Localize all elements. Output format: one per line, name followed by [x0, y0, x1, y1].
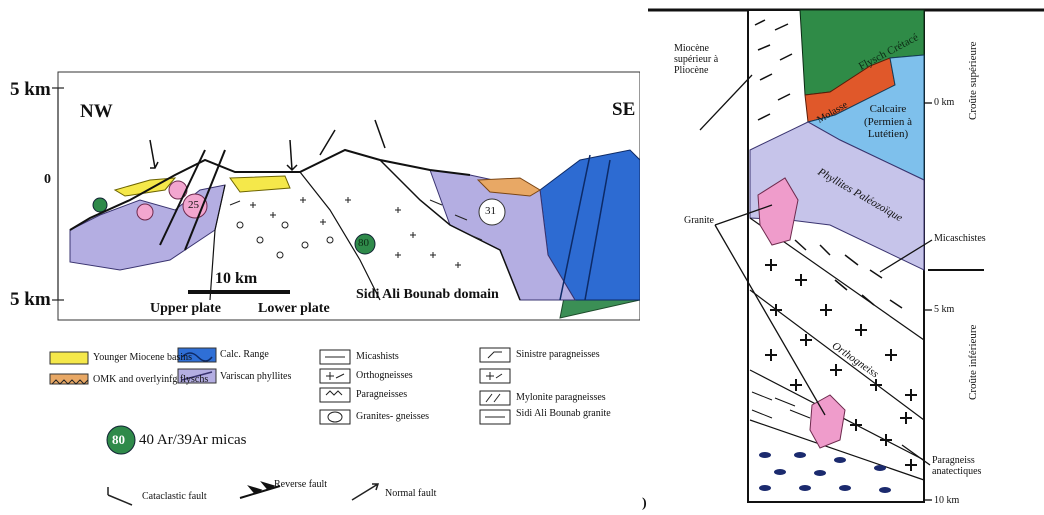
- legend-calc-label: Calc. Range: [220, 350, 269, 360]
- legend-micashists-label: Micashists: [356, 352, 399, 362]
- cross-section-drawing: [0, 0, 640, 515]
- legend-argon-value: 80: [112, 433, 125, 446]
- legend-miocene-label: Younger Miocene basins: [93, 353, 192, 363]
- cross-section-panel: 5 km 0 5 km NW SE 25 31 80 10 km Upper p…: [0, 0, 640, 515]
- granite-body-1: [169, 181, 187, 199]
- nw-label: NW: [80, 102, 113, 121]
- legend-swatch-miocene: [50, 352, 88, 364]
- granite-body-2: [137, 204, 153, 220]
- legend-argon-label: 40 Ar/39Ar micas: [139, 433, 246, 448]
- crust-lower-label: Croûte inférieure: [968, 325, 979, 400]
- legend-paragneisses-label: Paragneisses: [356, 390, 407, 400]
- axis-bottom-label: 5 km: [10, 290, 51, 309]
- se-label: SE: [612, 100, 635, 119]
- paragneiss-label: Paragneiss anatectiques: [932, 455, 990, 477]
- legend-phyllites-label: Variscan phyllites: [220, 372, 291, 382]
- legend-normal-label: Normal fault: [385, 489, 436, 499]
- age-label-31: 31: [485, 206, 496, 217]
- normal-fault-icon: [352, 484, 378, 500]
- axis-top-label: 5 km: [10, 80, 51, 99]
- scale-0km: 0 km: [934, 98, 954, 108]
- lower-plate-label: Lower plate: [258, 302, 330, 316]
- axis-zero-label: 0: [44, 173, 51, 187]
- age-label-25: 25: [188, 200, 199, 211]
- age-dot-1: [93, 198, 107, 212]
- corner-mark: ): [642, 497, 647, 511]
- miocene-basin-mid: [230, 176, 290, 192]
- upper-plate-label: Upper plate: [150, 302, 221, 316]
- granite-label: Granite: [684, 216, 714, 226]
- age-label-80: 80: [358, 238, 369, 249]
- scalebar-label: 10 km: [215, 271, 257, 287]
- cataclastic-fault-icon: [108, 487, 132, 505]
- miocene-label: Miocène supérieur à Pliocène: [674, 43, 734, 76]
- legend-mylonite-label: Mylonite paragneisses: [516, 393, 606, 403]
- legend-reverse-label: Reverse fault: [274, 480, 327, 490]
- micaschistes-label: Micaschistes: [934, 234, 986, 244]
- crustal-column-drawing: [640, 0, 1044, 515]
- scale-5km: 5 km: [934, 305, 954, 315]
- legend-sinistre-label: Sinistre paragneisses: [516, 350, 600, 360]
- legend-flysch-label: OMK and overlyinfg flyschs: [93, 375, 208, 385]
- legend-cataclastic-label: Cataclastic fault: [142, 492, 207, 502]
- legend-orthogneisses-label: Orthogneisses: [356, 371, 413, 381]
- legend-granites-label: Granites- gneisses: [356, 412, 429, 422]
- calcaire-label: Calcaire (Permien à Lutétien): [858, 103, 918, 141]
- legend-sab-granite-label: Sidi Ali Bounab granite: [516, 409, 611, 419]
- scale-10km: 10 km: [934, 496, 959, 506]
- domain-label: Sidi Ali Bounab domain: [356, 288, 499, 302]
- crustal-column-panel: Miocène supérieur à Pliocène Flysch Crét…: [640, 0, 1044, 515]
- crust-upper-label: Croûte supérieure: [968, 42, 979, 121]
